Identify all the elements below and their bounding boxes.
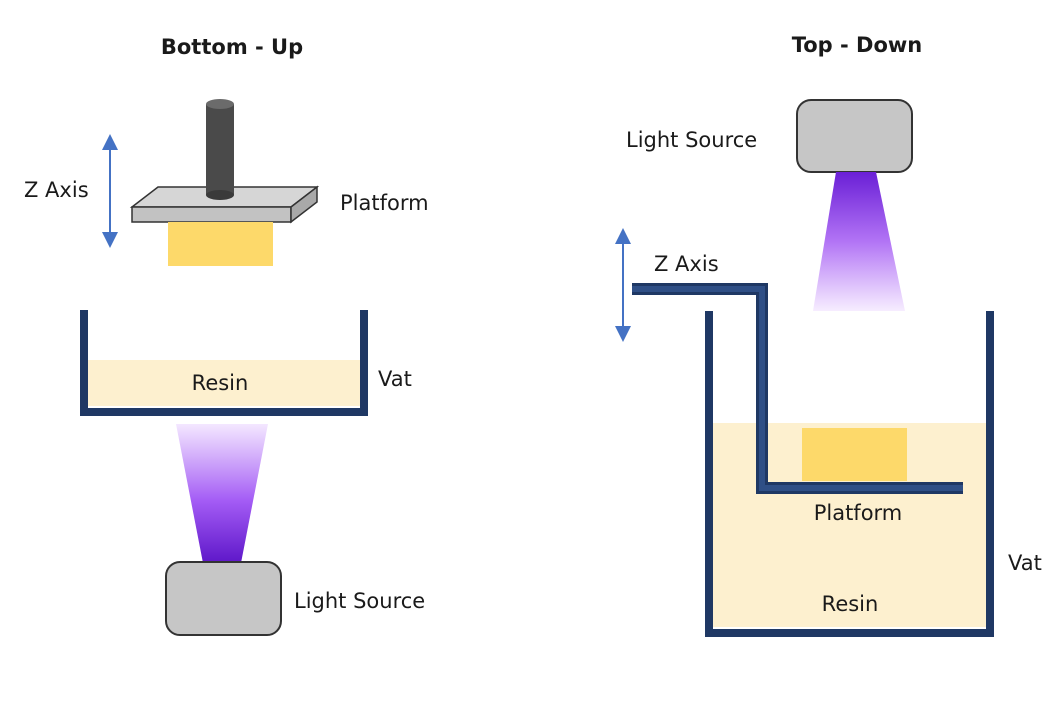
top-down-resin-label: Resin [822, 592, 879, 616]
bottom-up-uv-beam [176, 424, 268, 563]
bottom-up-rod [206, 99, 234, 195]
bottom-up-resin-label: Resin [192, 371, 249, 395]
top-down-diagram: Top - Down Light Source Z Axis Platform … [615, 33, 1042, 637]
top-down-printed-part [802, 428, 907, 481]
top-down-z-axis-label: Z Axis [654, 252, 719, 276]
top-down-platform-label: Platform [814, 501, 903, 525]
top-down-platform-highlight [632, 286, 963, 491]
top-down-light-source-label: Light Source [626, 128, 757, 152]
top-down-title: Top - Down [792, 33, 923, 57]
bottom-up-title: Bottom - Up [161, 35, 303, 59]
top-down-light-source [796, 99, 913, 173]
bottom-up-printed-part [168, 222, 273, 266]
bottom-up-z-axis-label: Z Axis [24, 178, 89, 202]
bottom-up-platform-label: Platform [340, 191, 429, 215]
bottom-up-platform [129, 183, 320, 224]
bottom-up-light-source [165, 561, 282, 636]
bottom-up-diagram: Bottom - Up Z Axis Platform Resin Vat [24, 35, 429, 636]
bottom-up-vat-label: Vat [378, 367, 412, 391]
bottom-up-light-source-label: Light Source [294, 589, 425, 613]
top-down-vat-label: Vat [1008, 551, 1042, 575]
bottom-up-vat [80, 310, 368, 416]
top-down-vat [705, 311, 994, 637]
top-down-uv-beam [813, 172, 905, 311]
